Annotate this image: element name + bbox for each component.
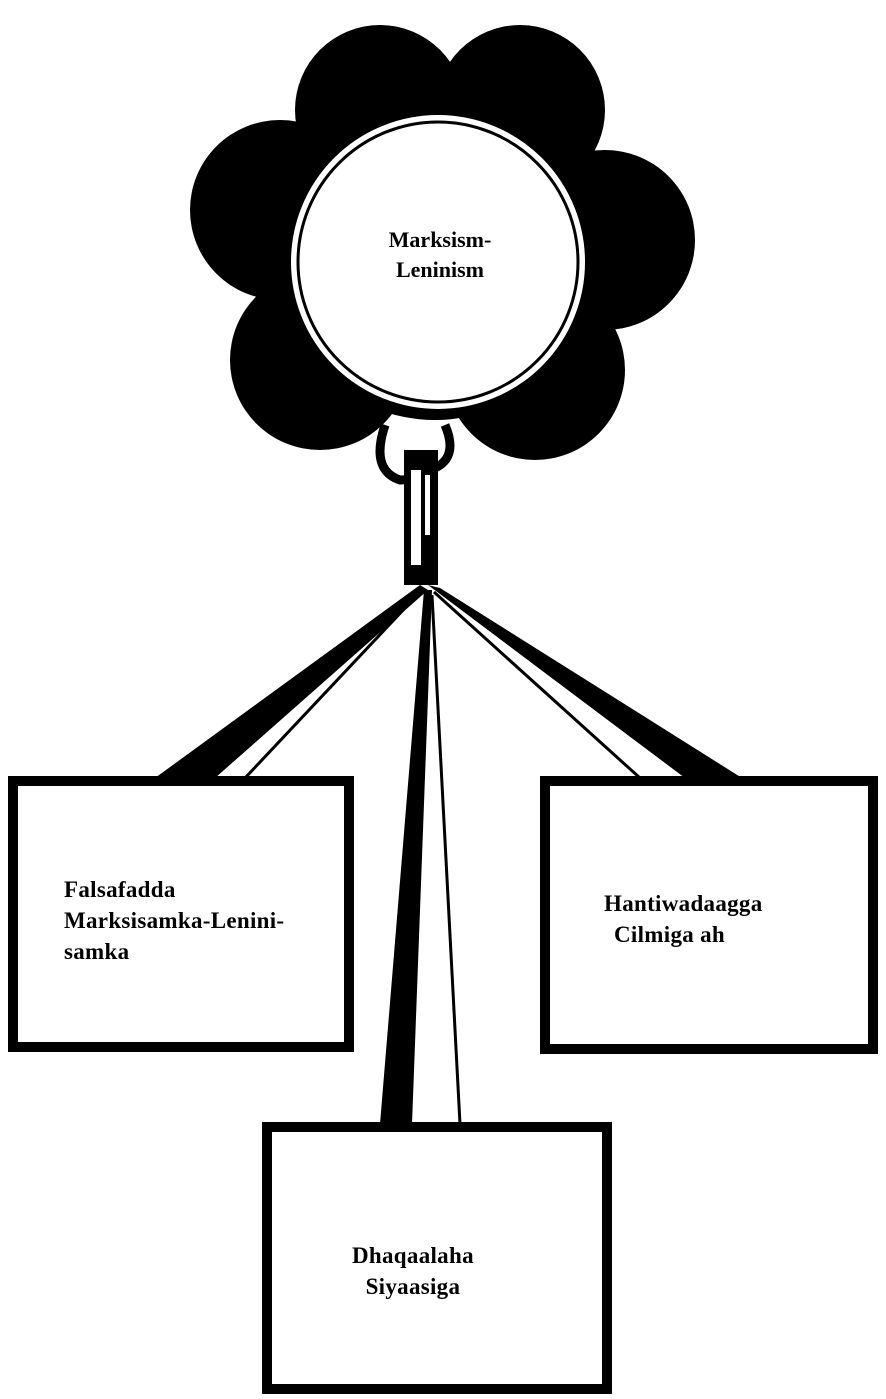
connector-bottom [380, 590, 460, 1124]
box-philosophy-line2: Marksisamka-Lenini- [64, 905, 284, 936]
box-philosophy-label: Falsafadda Marksisamka-Lenini- samka [64, 874, 284, 967]
figure-highlight-2 [425, 475, 430, 535]
beam-right-thin [434, 592, 640, 778]
box-economy-line1: Dhaqaalaha [352, 1240, 474, 1271]
box-philosophy: Falsafadda Marksisamka-Lenini- samka [8, 776, 354, 1052]
box-economy: Dhaqaalaha Siyaasiga [262, 1122, 612, 1394]
center-label-line2: Leninism [300, 255, 580, 285]
center-label: Marksism- Leninism [300, 225, 580, 285]
box-philosophy-line3: samka [64, 936, 284, 967]
beam-bottom-thick [380, 590, 432, 1124]
box-economy-line2: Siyaasiga [352, 1271, 474, 1302]
figure-highlight [411, 470, 421, 565]
climbing-figure-icon [380, 425, 450, 585]
box-socialism-line1: Hantiwadaagga [604, 888, 763, 919]
box-socialism: Hantiwadaagga Cilmiga ah [540, 776, 878, 1054]
connector-right [428, 585, 742, 778]
beam-right-thick [428, 585, 742, 778]
beam-left-thick [155, 585, 428, 778]
beam-bottom-thin [432, 595, 460, 1124]
center-label-line1: Marksism- [300, 225, 580, 255]
beam-left-thin [245, 590, 422, 778]
box-philosophy-line1: Falsafadda [64, 874, 284, 905]
box-economy-label: Dhaqaalaha Siyaasiga [352, 1240, 474, 1302]
connector-left [155, 585, 428, 778]
box-socialism-line2: Cilmiga ah [604, 919, 763, 950]
box-socialism-label: Hantiwadaagga Cilmiga ah [604, 888, 763, 950]
